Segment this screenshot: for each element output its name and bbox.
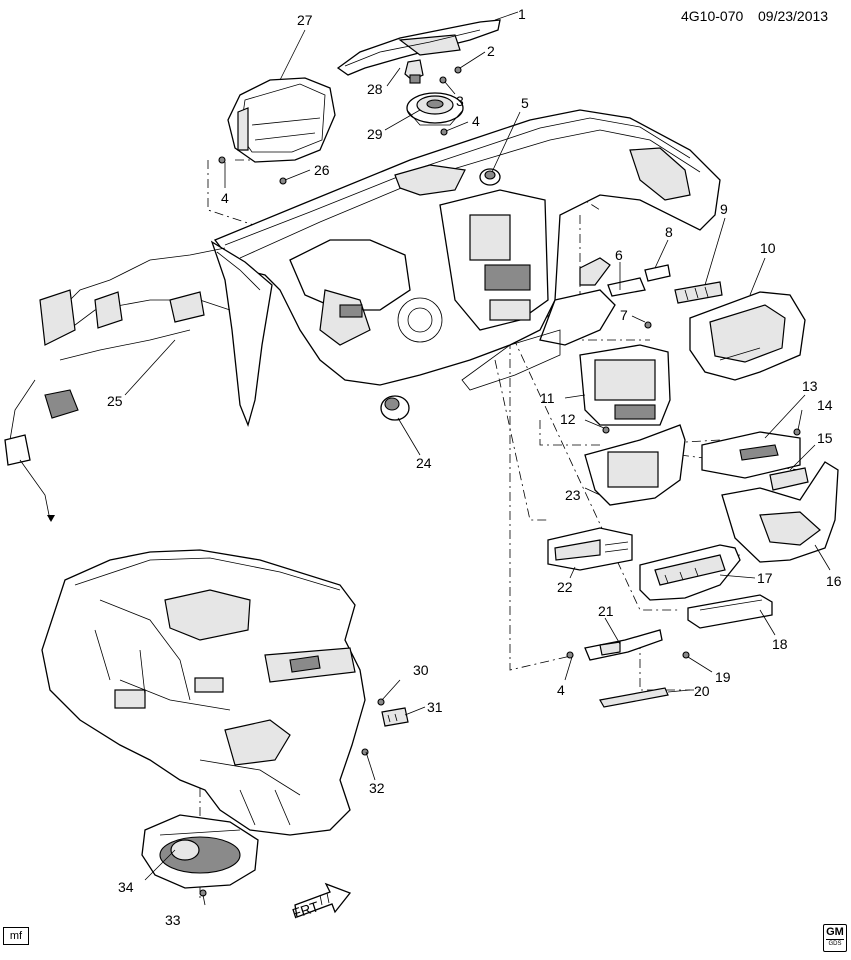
callout-23: 23: [565, 487, 581, 503]
part-9-switch-bank: [674, 281, 723, 304]
callout-20: 20: [694, 683, 710, 699]
callout-15: 15: [817, 430, 833, 446]
gm-logo-sub: GDS: [826, 939, 844, 948]
instrument-panel-lower: [41, 549, 366, 836]
callout-24: 24: [416, 455, 432, 471]
part-5-knob: [479, 168, 501, 186]
callout-13: 13: [802, 378, 818, 394]
part-11-display: [579, 344, 671, 426]
part-16-trim-plate: [721, 461, 839, 563]
callout-34: 34: [118, 879, 134, 895]
callout-1: 1: [518, 6, 526, 22]
callout-4: 4: [472, 113, 480, 129]
callout-27: 27: [297, 12, 313, 28]
callout-12: 12: [560, 411, 576, 427]
callout-25: 25: [107, 393, 123, 409]
part-34-knee-bolster: [141, 814, 259, 889]
callout-3: 3: [456, 93, 464, 109]
part-15-bracket: [769, 467, 809, 491]
part-6-switch: [607, 277, 646, 297]
instrument-panel-upper: [210, 109, 721, 428]
part-23-bezel: [584, 424, 686, 506]
part-31-switch: [381, 707, 409, 727]
small-fasteners-top: [199, 66, 801, 897]
part-13-radio: [701, 431, 801, 479]
callout-14: 14: [817, 397, 833, 413]
part-24-switch: [380, 395, 410, 421]
part-10-display-bezel: [689, 291, 806, 381]
gm-logo: GM GDS: [823, 924, 847, 952]
callout-8: 8: [665, 224, 673, 240]
callout-29: 29: [367, 126, 383, 142]
callout-31: 31: [427, 699, 443, 715]
callout-4: 4: [557, 682, 565, 698]
part-1-cluster-trim: [336, 19, 501, 76]
callout-32: 32: [369, 780, 385, 796]
front-arrow-icon: FRT: [290, 882, 352, 922]
part-22-control-module: [547, 527, 633, 571]
callout-19: 19: [715, 669, 731, 685]
callout-22: 22: [557, 579, 573, 595]
part-25-wiring-harness: [4, 247, 231, 522]
callout-30: 30: [413, 662, 429, 678]
gm-logo-letters: GM: [826, 926, 844, 938]
callout-10: 10: [760, 240, 776, 256]
part-18-module: [687, 594, 773, 629]
callout-16: 16: [826, 573, 842, 589]
callout-33: 33: [165, 912, 181, 928]
part-27-instrument-cluster: [227, 77, 336, 163]
callout-4: 4: [221, 190, 229, 206]
part-8-switch: [644, 264, 671, 282]
callout-7: 7: [620, 307, 628, 323]
callouts: 1 2 3 4 4 4 5 6 7 8 9 10 11 12 13 14 15 …: [107, 6, 842, 928]
part-29-speaker: [406, 92, 464, 126]
part-28-sensor: [404, 59, 424, 84]
part-21-bracket: [584, 629, 663, 661]
callout-21: 21: [598, 603, 614, 619]
callout-5: 5: [521, 95, 529, 111]
diagram-date: 09/23/2013: [758, 8, 828, 24]
callout-11: 11: [540, 390, 555, 406]
callout-26: 26: [314, 162, 330, 178]
front-arrow-label: FRT: [290, 898, 321, 922]
callout-9: 9: [720, 201, 728, 217]
callout-2: 2: [487, 43, 495, 59]
callout-6: 6: [615, 247, 623, 263]
diagram-id: 4G10-070: [681, 8, 743, 24]
part-20-trim: [599, 687, 669, 708]
leader-lines: [124, 11, 831, 906]
callout-17: 17: [757, 570, 773, 586]
part-17-control-panel: [639, 544, 741, 601]
callout-28: 28: [367, 81, 383, 97]
artist-code-badge: mf: [3, 927, 29, 945]
callout-18: 18: [772, 636, 788, 652]
